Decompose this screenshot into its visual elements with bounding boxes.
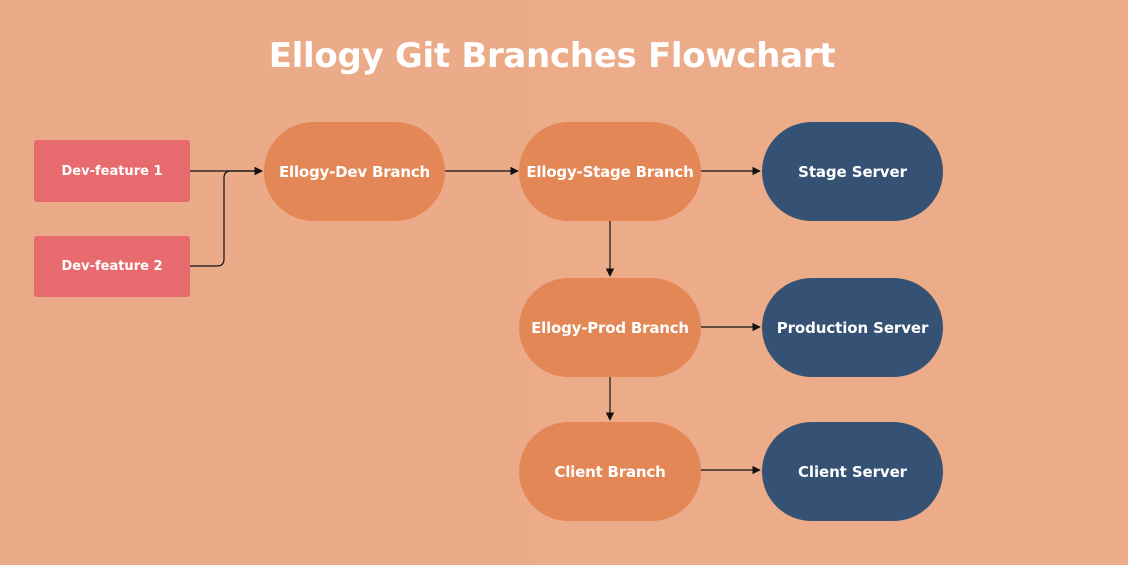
ellogy-stage-branch-node[interactable]: Ellogy-Stage Branch (519, 122, 701, 221)
dev-feature-1-node[interactable]: Dev-feature 1 (34, 140, 190, 202)
client-branch-node[interactable]: Client Branch (519, 422, 701, 521)
production-server-node[interactable]: Production Server (762, 278, 943, 377)
connector-dev-feature-2-to-dev-branch (190, 166, 263, 267)
dev-feature-2-node[interactable]: Dev-feature 2 (34, 236, 190, 297)
client-server-node[interactable]: Client Server (762, 422, 943, 521)
page-title: Ellogy Git Branches Flowchart (268, 36, 836, 76)
ellogy-dev-branch-node[interactable]: Ellogy-Dev Branch (264, 122, 445, 221)
stage-server-node[interactable]: Stage Server (762, 122, 943, 221)
ellogy-prod-branch-node[interactable]: Ellogy-Prod Branch (519, 278, 701, 377)
